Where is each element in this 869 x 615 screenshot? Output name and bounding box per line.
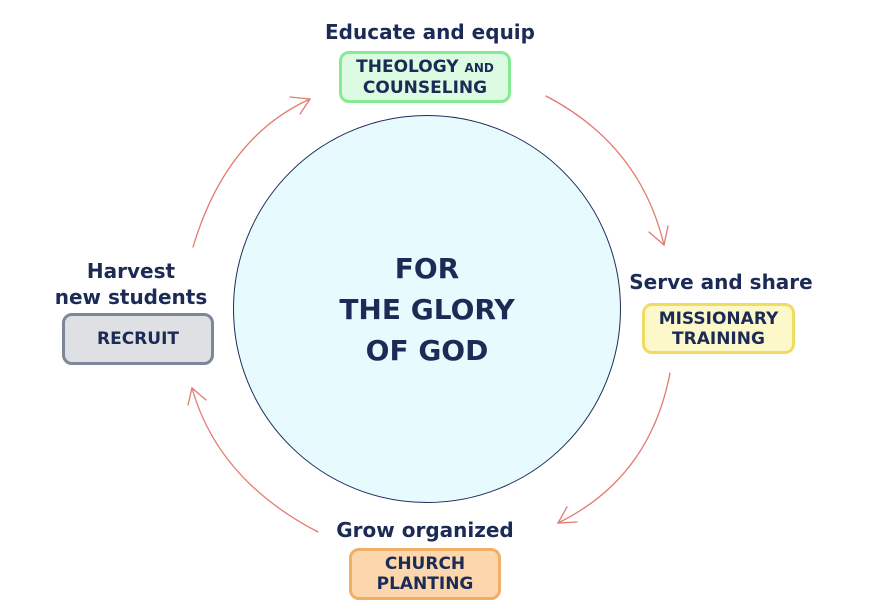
box-recruit: RECRUIT <box>62 313 214 365</box>
box-label-small: AND <box>464 60 494 75</box>
arrow-right-to-bottom <box>557 372 671 524</box>
center-line: THE GLORY <box>339 293 515 326</box>
heading-serve: Serve and share <box>629 270 813 294</box>
heading-educate: Educate and equip <box>325 20 535 44</box>
box-label-line2: TRAINING <box>672 328 765 349</box>
center-title: FOR THE GLORY OF GOD <box>233 248 621 371</box>
box-label-line1: MISSIONARY <box>658 308 779 329</box>
center-line: FOR <box>394 252 460 285</box>
box-label-line2: PLANTING <box>376 574 474 594</box>
heading-harvest: Harvest new students <box>46 258 216 310</box>
heading-line: Harvest <box>86 259 176 283</box>
arrowhead-left-to-top <box>289 96 312 115</box>
box-label-line1: CHURCH <box>384 554 466 574</box>
heading-grow: Grow organized <box>336 518 514 542</box>
arrow-top-to-right <box>545 95 665 246</box>
box-label: RECRUIT <box>97 329 179 349</box>
box-theology-counseling: THEOLOGY AND COUNSELING <box>339 51 511 103</box>
arrow-bottom-to-left <box>191 387 319 533</box>
arrowhead-right-to-bottom <box>556 506 578 524</box>
arrow-left-to-top <box>192 98 311 248</box>
box-label-main: THEOLOGY <box>356 56 459 77</box>
center-circle <box>233 115 621 503</box>
box-label-line2: COUNSELING <box>362 77 488 98</box>
arrowhead-bottom-to-left <box>187 386 207 406</box>
heading-line: new students <box>54 285 208 309</box>
box-church-planting: CHURCH PLANTING <box>349 548 501 600</box>
arrowhead-top-to-right <box>648 225 669 247</box>
center-line: OF GOD <box>365 334 489 367</box>
box-missionary-training: MISSIONARY TRAINING <box>642 303 795 354</box>
